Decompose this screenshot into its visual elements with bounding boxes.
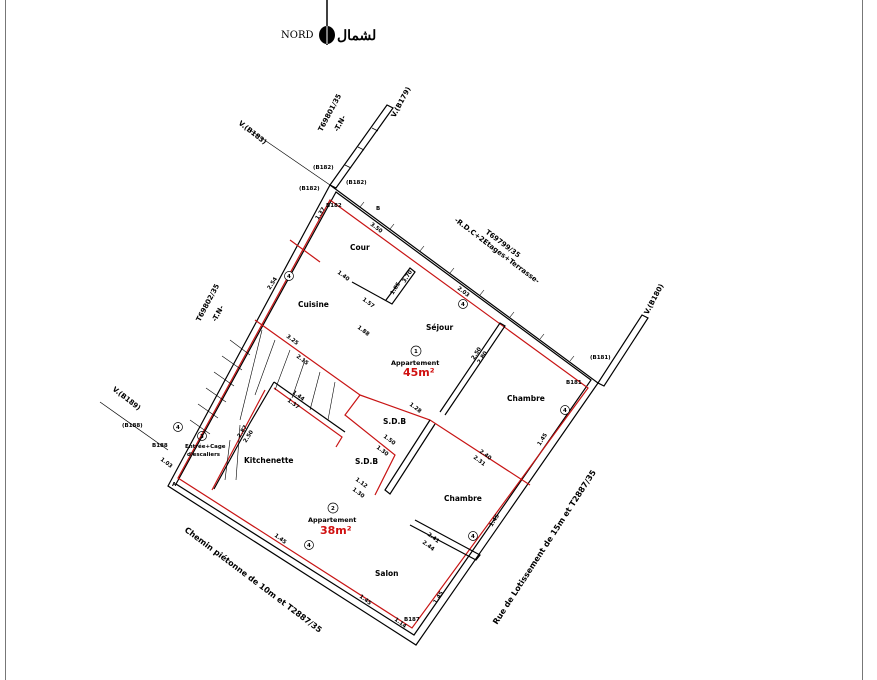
neighbor-b180: V.(B180) <box>643 283 666 316</box>
wall-b179 <box>329 104 394 189</box>
room-salon: Salon <box>375 569 399 578</box>
room-entree-2: d'escaliers <box>187 452 221 458</box>
marker-b188: B188 <box>152 443 168 449</box>
parcel-west-tn: -T.N- <box>211 304 226 323</box>
room-sdb-2: S.D.B <box>355 457 378 466</box>
marker-b182-left: (B182) <box>299 186 320 192</box>
parcel-east-desc: -R.D.C+2Etages+Terrasse- <box>453 216 541 285</box>
room-cuisine: Cuisine <box>298 300 329 309</box>
north-arrow-icon <box>319 0 335 45</box>
building-outline <box>167 184 599 646</box>
dimension-label: 1.03 <box>159 457 174 470</box>
callout: 4 <box>471 534 475 540</box>
unit-2-number: 2 <box>331 506 335 512</box>
dimension-label: 1.30 <box>351 487 366 500</box>
room-chambre-1: Chambre <box>507 394 545 403</box>
unit-2-circle <box>327 502 339 514</box>
dimension-label: 1.88 <box>356 325 371 338</box>
callout: 4 <box>287 274 291 280</box>
room-chambre-2: Chambre <box>444 494 482 503</box>
dimension-label: 1.45 <box>537 432 550 447</box>
dimensions: 1.37 3.50 2.03 3.70 1.40 1.57 1.85 2.54 … <box>159 206 549 630</box>
unit-2-label: Appartement <box>308 516 356 524</box>
room-sejour: Séjour <box>426 323 454 332</box>
callout: 4 <box>176 425 180 431</box>
road-east: Rue de Lotissement de 15m et T2887/35 <box>491 468 598 626</box>
wall-hatch-east <box>359 201 575 362</box>
dimension-label: 1.30 <box>375 445 390 458</box>
marker-b187: B187 <box>404 617 420 623</box>
marker-b182-top: (B182) <box>313 165 334 171</box>
north-label-arabic: لشمال <box>337 28 376 44</box>
dimension-label: 1.40 <box>336 270 351 283</box>
marker-b182-right: (B182) <box>346 180 367 186</box>
unit-3-circle <box>197 431 207 441</box>
room-kitchenette: Kitchenette <box>244 456 294 465</box>
parcel-north-tn: -T.N- <box>333 114 348 133</box>
wall-b180 <box>597 314 649 387</box>
dimension-label: 1.85 <box>390 281 403 296</box>
unit-3-number: 3 <box>200 434 204 440</box>
room-cour: Cour <box>350 243 370 252</box>
marker-b181-p: (B181) <box>590 355 611 361</box>
unit-1-number: 1 <box>414 349 418 355</box>
frame-left-border <box>5 0 6 680</box>
neighbor-b179: V.(B179) <box>390 86 413 119</box>
north-label: NORD <box>281 30 314 41</box>
boundary-line-b189 <box>99 401 169 451</box>
marker-b188-p: (B188) <box>122 423 143 429</box>
stair-hatching <box>189 329 336 481</box>
unit-1-circle <box>410 345 422 357</box>
dimension-label: 1.50 <box>382 434 397 447</box>
section-a: A <box>172 482 177 488</box>
unit-1-label: Appartement <box>391 359 439 367</box>
interior-walls <box>211 239 531 561</box>
room-sdb-1: S.D.B <box>383 417 406 426</box>
unit-1-area: 45m² <box>403 366 435 379</box>
neighbor-b189: V.(B189) <box>111 385 142 412</box>
section-b: B <box>376 206 380 212</box>
callout: 4 <box>563 408 567 414</box>
callouts: 4 4 4 4 4 4 <box>173 271 570 550</box>
callout: 4 <box>461 302 465 308</box>
marker-b182: B182 <box>326 203 342 209</box>
dimension-label: 1.57 <box>361 297 376 310</box>
boundary-line-b183 <box>249 129 331 186</box>
unit-2-area: 38m² <box>320 524 352 537</box>
callout: 4 <box>307 543 311 549</box>
room-entree: Entrée+Cage <box>185 443 226 450</box>
frame-right-border <box>862 0 863 680</box>
marker-b181: B181 <box>566 380 582 386</box>
dimension-label: 3.25 <box>285 334 300 347</box>
dimension-label: 2.15 <box>295 354 310 367</box>
neighbor-b183: V.(B183) <box>237 119 268 146</box>
